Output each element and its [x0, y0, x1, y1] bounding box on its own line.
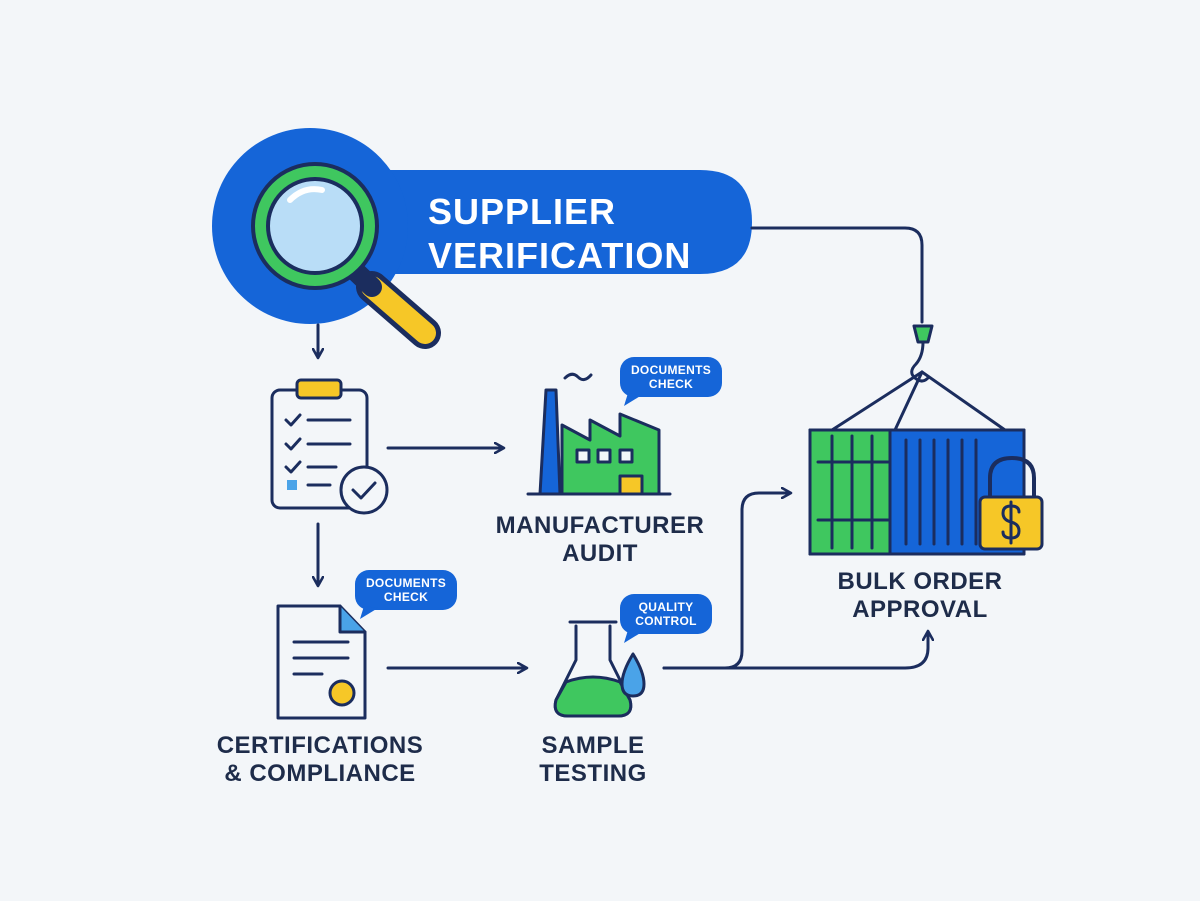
bubble-manufacturer-line-2: CHECK — [648, 377, 694, 391]
label-manufacturer-line-2: AUDIT — [562, 540, 638, 567]
label-certifications: CERTIFICATIONS & COMPLIANCE — [205, 732, 435, 788]
arrow-flask-to-approval — [662, 632, 928, 670]
label-manufacturer-audit: MANUFACTURER AUDIT — [490, 512, 710, 568]
label-sample-line-2: TESTING — [539, 760, 647, 787]
checklist-clipboard-icon — [270, 378, 389, 515]
label-sample-testing: SAMPLE TESTING — [518, 732, 668, 788]
label-manufacturer-line-1: MANUFACTURER — [495, 512, 705, 539]
bubble-text-manufacturer: DOCUMENTS CHECK — [620, 363, 722, 391]
padlock-dollar-icon — [978, 456, 1044, 551]
magnifier-icon — [251, 162, 441, 349]
label-bulk-line-2: APPROVAL — [852, 596, 988, 623]
certificate-document-icon — [276, 604, 367, 720]
title-line-1: SUPPLIER — [428, 191, 617, 232]
bubble-certifications-line-1: DOCUMENTS — [365, 576, 447, 590]
speech-bubble-manufacturer — [620, 357, 722, 406]
title-line-2: VERIFICATION — [428, 235, 692, 276]
line-title-to-hook — [750, 226, 924, 324]
label-bulk-order-approval: BULK ORDER APPROVAL — [815, 568, 1025, 624]
speech-bubble-certifications — [355, 570, 457, 619]
label-bulk-line-1: BULK ORDER — [837, 568, 1003, 595]
label-certifications-line-2: & COMPLIANCE — [224, 760, 416, 787]
diagram-title: SUPPLIER VERIFICATION — [428, 190, 691, 278]
bubble-text-sample: QUALITY CONTROL — [620, 600, 712, 628]
bubble-manufacturer-line-1: DOCUMENTS — [630, 363, 712, 377]
factory-icon — [526, 372, 672, 496]
bubble-text-certifications: DOCUMENTS CHECK — [355, 576, 457, 604]
label-sample-line-1: SAMPLE — [541, 732, 645, 759]
lab-flask-icon — [553, 620, 646, 718]
bubble-certifications-line-2: CHECK — [383, 590, 429, 604]
bubble-sample-line-1: QUALITY — [638, 600, 694, 614]
label-certifications-line-1: CERTIFICATIONS — [216, 732, 424, 759]
speech-bubble-sample — [620, 594, 712, 643]
connector-lines — [318, 226, 928, 670]
bubble-sample-line-2: CONTROL — [635, 614, 697, 628]
